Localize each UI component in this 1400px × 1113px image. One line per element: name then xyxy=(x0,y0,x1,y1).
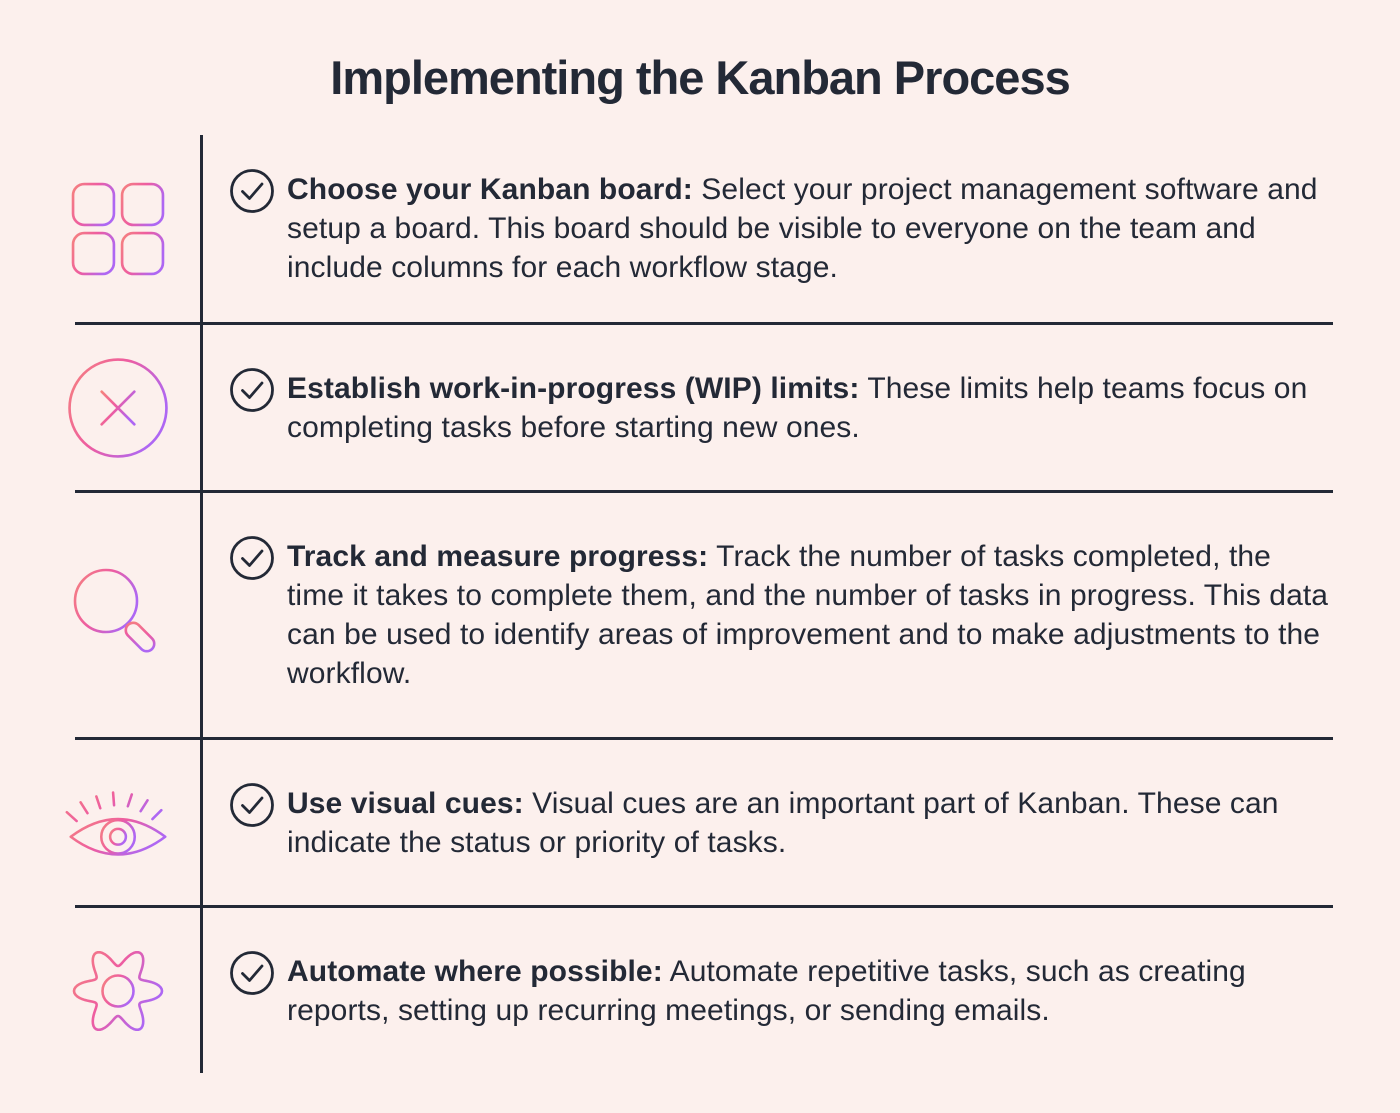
checkmark-circle-icon xyxy=(230,950,274,995)
step-row-visual-cues: Use visual cues: Visual cues are an impo… xyxy=(0,740,1400,905)
vertical-divider xyxy=(200,135,203,1073)
circle-x-icon xyxy=(67,357,168,458)
row-separator xyxy=(75,322,1333,325)
step-title: Choose your Kanban board: xyxy=(287,173,693,206)
step-description: Select your project management software … xyxy=(287,173,1318,284)
gear-icon xyxy=(72,950,163,1031)
step-title: Track and measure progress: xyxy=(287,540,709,573)
steps-board: Choose your Kanban board: Select your pr… xyxy=(0,135,1400,1073)
row-separator xyxy=(75,490,1333,493)
step-description: These limits help teams focus on complet… xyxy=(287,371,1308,444)
row-separator xyxy=(75,737,1333,740)
step-icon-cell xyxy=(0,135,201,322)
checkmark-circle-icon xyxy=(230,782,274,827)
step-icon-cell xyxy=(0,325,201,490)
step-content: Use visual cues: Visual cues are an impo… xyxy=(201,740,1400,905)
step-row-automate: Automate where possible: Automate repeti… xyxy=(0,908,1400,1073)
step-description: Track the number of tasks completed, the… xyxy=(287,540,1329,690)
grid-icon xyxy=(71,182,164,275)
step-content: Choose your Kanban board: Select your pr… xyxy=(201,135,1400,322)
step-row-choose-board: Choose your Kanban board: Select your pr… xyxy=(0,135,1400,322)
step-icon-cell xyxy=(0,493,201,737)
step-description: Visual cues are an important part of Kan… xyxy=(287,786,1279,859)
step-description: Automate repetitive tasks, such as creat… xyxy=(287,954,1246,1027)
eye-icon xyxy=(65,790,167,856)
step-content: Establish work-in-progress (WIP) limits:… xyxy=(201,325,1400,490)
step-text: Choose your Kanban board: Select your pr… xyxy=(287,170,1332,287)
checkmark-circle-icon xyxy=(230,169,274,213)
step-text: Establish work-in-progress (WIP) limits:… xyxy=(287,369,1332,447)
step-title: Automate where possible: xyxy=(287,954,663,988)
step-text: Use visual cues: Visual cues are an impo… xyxy=(287,784,1332,862)
page-title: Implementing the Kanban Process xyxy=(330,51,1070,104)
magnifier-icon xyxy=(73,568,156,653)
step-content: Automate where possible: Automate repeti… xyxy=(201,908,1400,1073)
step-text: Automate where possible: Automate repeti… xyxy=(287,952,1332,1030)
row-separator xyxy=(75,905,1333,908)
step-content: Track and measure progress: Track the nu… xyxy=(201,493,1400,737)
step-row-track-progress: Track and measure progress: Track the nu… xyxy=(0,493,1400,737)
step-icon-cell xyxy=(0,740,201,905)
step-text: Track and measure progress: Track the nu… xyxy=(287,537,1332,693)
step-title: Use visual cues: xyxy=(287,786,524,820)
checkmark-circle-icon xyxy=(230,367,274,412)
step-row-wip-limits: Establish work-in-progress (WIP) limits:… xyxy=(0,325,1400,490)
checkmark-circle-icon xyxy=(230,536,274,580)
step-title: Establish work-in-progress (WIP) limits: xyxy=(287,371,860,405)
step-icon-cell xyxy=(0,908,201,1073)
